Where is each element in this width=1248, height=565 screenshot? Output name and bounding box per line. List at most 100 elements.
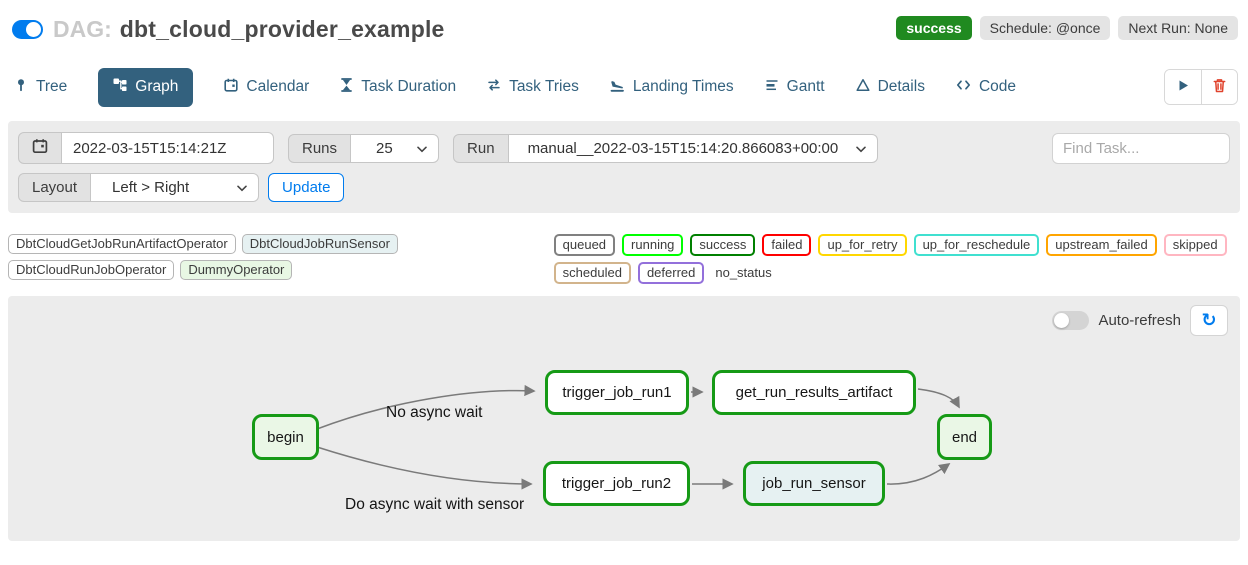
dag-pause-toggle[interactable]: [12, 20, 43, 39]
operator-badge: DbtCloudGetJobRunArtifactOperator: [8, 234, 236, 254]
layout-select[interactable]: Left > Right: [91, 173, 260, 202]
tab-task-duration[interactable]: Task Duration: [340, 77, 457, 97]
chevron-down-icon: [237, 179, 247, 196]
tab-calendar[interactable]: Calendar: [224, 78, 309, 97]
triangle-icon: [856, 78, 870, 97]
runs-select[interactable]: 25: [351, 133, 440, 163]
schedule-badge: Schedule: @once: [979, 16, 1111, 40]
state-badge: failed: [762, 234, 812, 256]
tab-label: Task Duration: [361, 78, 457, 95]
find-task-input[interactable]: [1052, 132, 1230, 164]
dag-header: DAG: dbt_cloud_provider_example success …: [0, 0, 1248, 43]
run-label: Run: [453, 133, 509, 163]
tab-label: Landing Times: [632, 78, 734, 95]
trash-icon: [1211, 77, 1228, 97]
tab-details[interactable]: Details: [856, 78, 925, 97]
header-badges: success Schedule: @once Next Run: None: [896, 16, 1238, 40]
tab-graph[interactable]: Graph: [98, 67, 194, 107]
task-node-end[interactable]: end: [937, 414, 992, 460]
task-node-trigger-job-run2[interactable]: trigger_job_run2: [543, 461, 690, 506]
dag-action-buttons: [1164, 69, 1238, 105]
tab-label: Graph: [135, 78, 179, 95]
dag-edges: [316, 384, 960, 490]
page-title: dbt_cloud_provider_example: [119, 16, 445, 42]
edge-begin-run1: [316, 384, 536, 430]
date-picker-button[interactable]: [18, 132, 62, 164]
refresh-icon: ↻: [1201, 310, 1217, 331]
trigger-dag-button[interactable]: [1165, 70, 1201, 104]
tab-label: Task Tries: [509, 78, 579, 95]
operator-badge: DummyOperator: [180, 260, 293, 280]
tab-label: Code: [978, 78, 1017, 95]
edge-sensor-end: [886, 463, 951, 485]
update-button[interactable]: Update: [268, 173, 345, 202]
tab-label: Tree: [36, 78, 68, 95]
state-badge: up_for_retry: [818, 234, 907, 256]
tree-pin-icon: [14, 78, 28, 97]
state-badge: success: [690, 234, 756, 256]
state-badge: running: [622, 234, 684, 256]
code-brackets-icon: [956, 78, 971, 97]
chevron-down-icon: [417, 140, 427, 157]
refresh-button[interactable]: ↻: [1190, 305, 1228, 336]
delete-dag-button[interactable]: [1201, 70, 1237, 104]
tab-landing-times[interactable]: Landing Times: [610, 78, 734, 97]
tab-label: Calendar: [246, 78, 310, 95]
operator-badge: DbtCloudRunJobOperator: [8, 260, 175, 280]
num-runs-group: Runs 25: [288, 133, 440, 163]
tab-tree[interactable]: Tree: [14, 78, 67, 97]
filter-row-2: Layout Left > Right Update: [18, 173, 1230, 202]
view-tabs: Tree Graph Calendar Task Duration Task T…: [14, 67, 1238, 107]
toggle-knob: [26, 22, 41, 37]
legend: DbtCloudGetJobRunArtifactOperator DbtClo…: [8, 234, 1248, 284]
plane-landing-icon: [610, 78, 625, 97]
toggle-knob: [1054, 313, 1070, 328]
state-badge: scheduled: [553, 262, 631, 284]
graph-icon: [113, 78, 127, 97]
next-run-badge: Next Run: None: [1118, 16, 1238, 40]
task-node-begin[interactable]: begin: [252, 414, 319, 460]
gantt-bars-icon: [765, 78, 779, 97]
play-icon: [1177, 79, 1190, 95]
tab-gantt[interactable]: Gantt: [765, 78, 825, 97]
state-badge: skipped: [1163, 234, 1227, 256]
layout-label: Layout: [18, 173, 92, 202]
auto-refresh-label: Auto-refresh: [1098, 312, 1181, 329]
auto-refresh-control: Auto-refresh ↻: [1052, 305, 1228, 336]
state-badge: queued: [553, 234, 616, 256]
tab-code[interactable]: Code: [956, 78, 1016, 97]
run-select[interactable]: manual__2022-03-15T15:14:20.866083+00:00: [508, 133, 879, 163]
tab-task-tries[interactable]: Task Tries: [487, 78, 579, 97]
edge-artifact-end: [917, 388, 960, 409]
calendar-icon: [32, 138, 48, 158]
dag-prefix-label: DAG:: [53, 16, 112, 42]
operator-badge: DbtCloudJobRunSensor: [241, 234, 398, 254]
tab-label: Details: [877, 78, 925, 95]
task-node-trigger-job-run1[interactable]: trigger_job_run1: [545, 370, 689, 415]
task-node-get-run-results-artifact[interactable]: get_run_results_artifact: [712, 370, 916, 415]
base-date-input[interactable]: [62, 132, 274, 164]
state-badge: no_status: [715, 265, 772, 280]
runs-label: Runs: [288, 133, 352, 163]
runs-select-value: 25: [376, 139, 393, 157]
operator-legend: DbtCloudGetJobRunArtifactOperator DbtClo…: [8, 234, 542, 280]
calendar-icon: [224, 78, 238, 97]
state-legend: queued running success failed up_for_ret…: [553, 234, 1248, 284]
run-select-value: manual__2022-03-15T15:14:20.866083+00:00: [527, 139, 839, 157]
edge-label-do-async-wait: Do async wait with sensor: [345, 496, 525, 513]
filter-panel: Runs 25 Run manual__2022-03-15T15:14:20.…: [8, 121, 1240, 213]
task-node-job-run-sensor[interactable]: job_run_sensor: [743, 461, 885, 506]
filter-row-1: Runs 25 Run manual__2022-03-15T15:14:20.…: [18, 132, 1230, 164]
repeat-icon: [487, 78, 501, 97]
base-date-group: [18, 132, 274, 164]
dag-graph-panel: Auto-refresh ↻ begin trigger_job_run1 ge…: [8, 296, 1240, 541]
state-badge: upstream_failed: [1046, 234, 1157, 256]
run-select-group: Run manual__2022-03-15T15:14:20.866083+0…: [453, 133, 879, 163]
edge-begin-run2: [316, 446, 533, 490]
edge-label-no-async-wait: No async wait: [386, 404, 483, 421]
chevron-down-icon: [856, 140, 867, 157]
auto-refresh-toggle[interactable]: [1052, 311, 1090, 330]
layout-group: Layout Left > Right: [18, 173, 260, 202]
layout-select-value: Left > Right: [112, 179, 190, 196]
hourglass-icon: [340, 77, 353, 97]
